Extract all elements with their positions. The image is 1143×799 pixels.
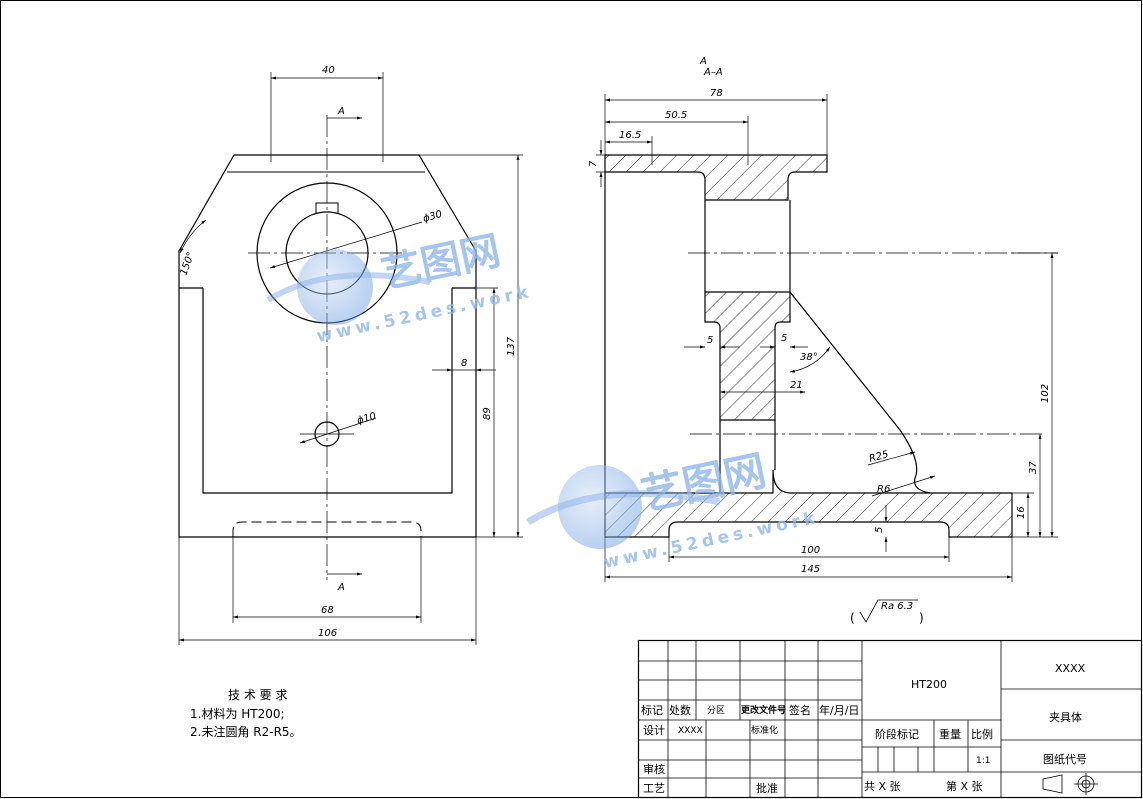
surface-finish-symbol: ( Ra 6.3 ) bbox=[850, 599, 924, 625]
tb-total-sheets: 共 X 张 bbox=[864, 780, 901, 793]
tb-scale-value: 1:1 bbox=[976, 756, 990, 766]
dim-right-5: 5 bbox=[781, 333, 787, 344]
dim-angle: 38° bbox=[800, 352, 818, 363]
tech-req-line-2: 2.未注圆角 R2-R5。 bbox=[190, 724, 302, 739]
dim-top-width: 40 bbox=[322, 65, 335, 76]
section-label-top: A bbox=[337, 106, 345, 117]
tb-weight-label: 重量 bbox=[939, 727, 961, 741]
surface-finish-open: ( bbox=[850, 611, 855, 625]
tb-drawing-no-label: 图纸代号 bbox=[1043, 753, 1087, 766]
tb-approve-label: 批准 bbox=[756, 781, 778, 795]
section-dimensions bbox=[596, 94, 1058, 582]
dim-505: 50.5 bbox=[665, 110, 687, 121]
tb-hdr-change-doc: 更改文件号 bbox=[741, 704, 786, 716]
tech-req-line-1: 1.材料为 HT200; bbox=[190, 707, 285, 721]
tb-sheet-no: 第 X 张 bbox=[946, 779, 983, 793]
watermark-cn-upper: 艺图网 bbox=[378, 228, 505, 298]
tb-design-value: XXXX bbox=[678, 726, 703, 736]
dim-small-hole: ϕ10 bbox=[356, 411, 378, 427]
title-block-texts: 标记 处数 分区 更改文件号 签名 年/月/日 设计 XXXX 标准化 审核 工… bbox=[641, 662, 1098, 795]
tb-material: HT200 bbox=[911, 678, 947, 691]
surface-finish-close: ) bbox=[919, 611, 924, 625]
front-centerlines bbox=[248, 115, 405, 580]
dim-145: 145 bbox=[801, 564, 820, 575]
dim-bore: ϕ30 bbox=[422, 209, 444, 225]
roughness-check-icon bbox=[859, 599, 918, 623]
tb-part-name: 夹具体 bbox=[1049, 710, 1082, 724]
tb-hdr-date: 年/月/日 bbox=[819, 703, 859, 717]
front-dimensions bbox=[178, 72, 523, 645]
dim-flange-thk: 7 bbox=[588, 160, 599, 167]
dim-slot-width: 68 bbox=[321, 605, 334, 616]
section-view bbox=[604, 154, 1058, 538]
surface-finish-value: Ra 6.3 bbox=[881, 601, 913, 612]
tech-req-title: 技 术 要 求 bbox=[228, 688, 287, 702]
tb-hdr-mark: 标记 bbox=[641, 703, 663, 717]
dim-inner-height: 89 bbox=[482, 407, 493, 420]
dim-chamfer-angle: 150° bbox=[178, 251, 197, 277]
dim-wall: 8 bbox=[461, 358, 467, 369]
tb-stage-label: 阶段标记 bbox=[875, 727, 919, 741]
section-label-bottom: A bbox=[337, 582, 345, 593]
front-dimension-texts: 40 A ϕ30 150° 8 137 89 ϕ10 A 68 106 bbox=[178, 65, 517, 639]
tb-review-label: 审核 bbox=[643, 762, 665, 776]
section-title: A–A bbox=[703, 67, 723, 78]
projection-symbol-icon bbox=[1042, 773, 1098, 795]
hatch-top-flange bbox=[604, 154, 828, 201]
tb-company: XXXX bbox=[1055, 662, 1086, 675]
dim-16: 16 bbox=[1016, 506, 1027, 519]
tb-hdr-count: 处数 bbox=[669, 704, 691, 717]
dim-100: 100 bbox=[801, 545, 820, 556]
dim-height-total: 137 bbox=[506, 336, 517, 356]
dim-overall-top: 78 bbox=[710, 88, 723, 99]
dim-r6: R6 bbox=[877, 484, 890, 495]
watermark-globe-icon bbox=[297, 249, 373, 325]
watermark-globe-icon-lower bbox=[558, 465, 642, 549]
dim-37: 37 bbox=[1028, 461, 1039, 474]
tb-scale-label: 比例 bbox=[971, 727, 993, 741]
dim-left-5: 5 bbox=[707, 335, 713, 346]
section-title-letter: A bbox=[699, 56, 707, 67]
tb-process-label: 工艺 bbox=[643, 782, 665, 795]
tb-hdr-zone: 分区 bbox=[707, 705, 725, 716]
tech-requirements: 技 术 要 求 1.材料为 HT200; 2.未注圆角 R2-R5。 bbox=[190, 688, 302, 739]
hatch-base bbox=[604, 469, 1013, 538]
dim-overall-width: 106 bbox=[318, 628, 337, 639]
dim-height-102: 102 bbox=[1040, 384, 1051, 403]
tb-hdr-sign: 签名 bbox=[789, 703, 811, 717]
section-dimension-texts: A A–A 78 50.5 16.5 7 5 5 38° 21 102 R25 … bbox=[588, 56, 1051, 575]
hatch-mid-block bbox=[704, 291, 791, 421]
dim-21: 21 bbox=[790, 380, 803, 391]
dim-5-base: 5 bbox=[874, 527, 885, 533]
dim-r25: R25 bbox=[868, 449, 890, 465]
tb-design-label: 设计 bbox=[643, 724, 665, 737]
dim-165: 16.5 bbox=[619, 130, 641, 141]
title-block bbox=[637, 639, 1143, 799]
tb-standard-label: 标准化 bbox=[751, 724, 778, 736]
